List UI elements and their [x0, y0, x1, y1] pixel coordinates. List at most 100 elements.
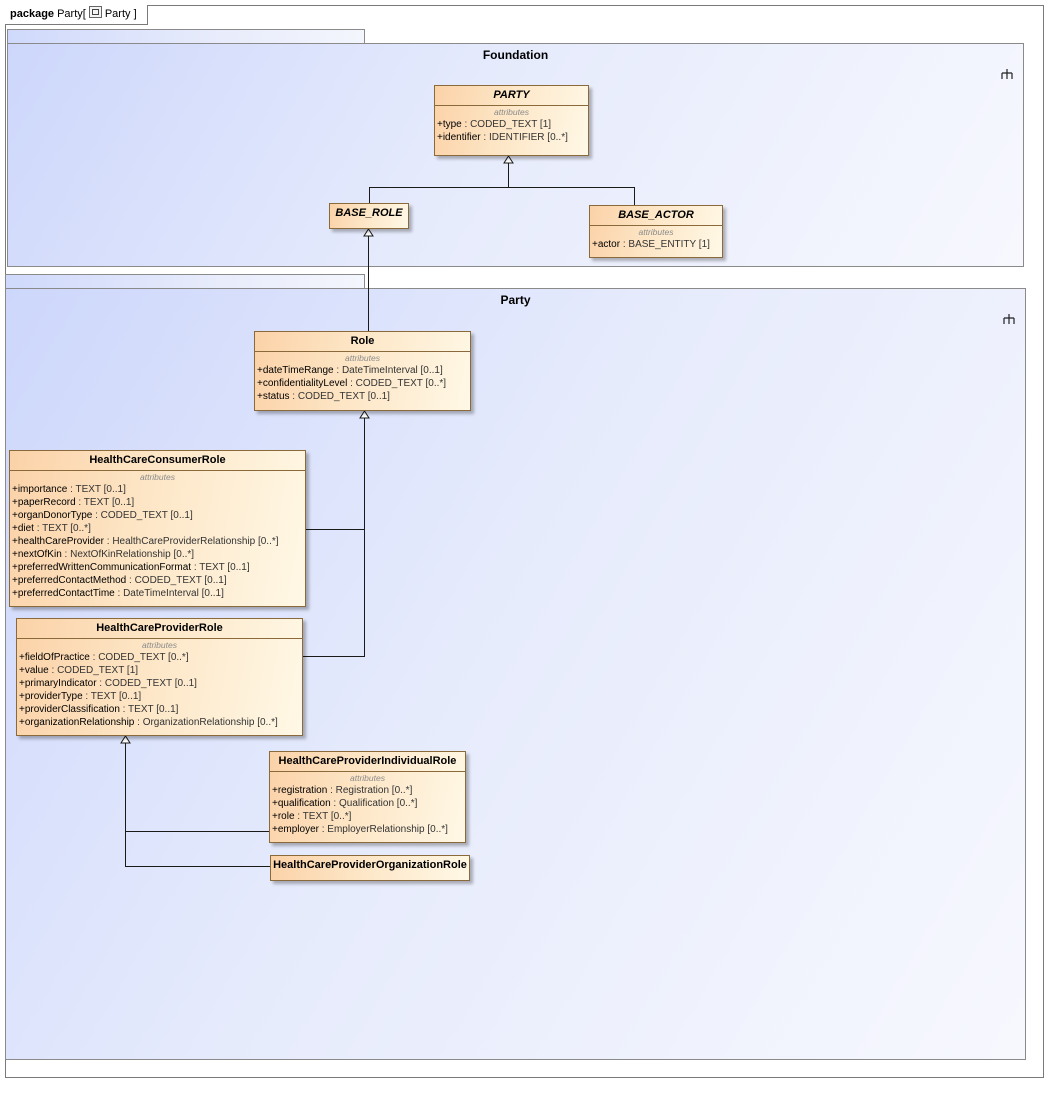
attribute-type: : CODED_TEXT [1] [48, 665, 139, 676]
attribute-type: : HealthCareProviderRelationship [0..*] [104, 536, 279, 547]
attribute-row[interactable]: +nextOfKin : NextOfKinRelationship [0..*… [10, 548, 305, 561]
attribute-type: : TEXT [0..*] [33, 523, 91, 534]
attribute-name: +paperRecord [12, 497, 76, 508]
attribute-row[interactable]: +providerClassification : TEXT [0..1] [17, 703, 302, 716]
attribute-name: +value [19, 665, 49, 676]
attribute-name: +preferredContactTime [12, 588, 115, 599]
attribute-name: +actor [592, 239, 621, 250]
attribute-name: +healthCareProvider [12, 536, 104, 547]
attribute-type: : TEXT [0..1] [75, 497, 135, 508]
generalization-arrowhead [120, 735, 131, 744]
attribute-row[interactable]: +qualification : Qualification [0..*] [270, 797, 465, 810]
attribute-row[interactable]: +identifier : IDENTIFIER [0..*] [435, 131, 588, 144]
attribute-row[interactable]: +role : TEXT [0..*] [270, 810, 465, 823]
attribute-name: +employer [272, 824, 319, 835]
generalization-arrowhead [363, 228, 374, 237]
attribute-row[interactable]: +primaryIndicator : CODED_TEXT [0..1] [17, 677, 302, 690]
attribute-type: : TEXT [0..1] [119, 704, 179, 715]
attribute-row[interactable]: +organizationRelationship : Organization… [17, 716, 302, 729]
frame-bracket-close: ] [133, 8, 137, 20]
attribute-name: +role [272, 811, 295, 822]
foundation-package-tab [7, 29, 365, 43]
class-health-care-provider-individual-role[interactable]: HealthCareProviderIndividualRole attribu… [269, 751, 466, 843]
attribute-name: +nextOfKin [12, 549, 62, 560]
attribute-row[interactable]: +organDonorType : CODED_TEXT [0..1] [10, 509, 305, 522]
class-health-care-provider-organization-role[interactable]: HealthCareProviderOrganizationRole [270, 855, 470, 881]
attribute-type: : BASE_ENTITY [1] [620, 239, 710, 250]
attribute-row[interactable]: +registration : Registration [0..*] [270, 784, 465, 797]
attribute-row[interactable]: +confidentialityLevel : CODED_TEXT [0..*… [255, 377, 470, 390]
attributes-label: attributes [140, 472, 175, 482]
generalization-arrowhead [503, 155, 514, 164]
attribute-name: +status [257, 391, 290, 402]
class-name: Role [255, 332, 470, 352]
attribute-type: : CODED_TEXT [0..*] [89, 652, 189, 663]
attribute-row[interactable]: +dateTimeRange : DateTimeInterval [0..1] [255, 364, 470, 377]
edge-base-to-party [369, 187, 635, 205]
attribute-type: : TEXT [0..1] [82, 691, 142, 702]
edge-subroles-to-provider [125, 743, 270, 867]
attribute-row[interactable]: +diet : TEXT [0..*] [10, 522, 305, 535]
attribute-name: +preferredContactMethod [12, 575, 127, 586]
generalization-arrowhead [359, 410, 370, 419]
attribute-row[interactable]: +preferredContactMethod : CODED_TEXT [0.… [10, 574, 305, 587]
attribute-row[interactable]: +preferredWrittenCommunicationFormat : T… [10, 561, 305, 574]
class-health-care-provider-role[interactable]: HealthCareProviderRole attributes +field… [16, 618, 303, 736]
frame-header: package Party[Party ] [5, 5, 148, 25]
attribute-row[interactable]: +providerType : TEXT [0..1] [17, 690, 302, 703]
attribute-type: : DateTimeInterval [0..1] [333, 365, 443, 376]
attribute-type: : CODED_TEXT [1] [461, 119, 552, 130]
attribute-row[interactable]: +actor : BASE_ENTITY [1] [590, 238, 722, 251]
attributes-label: attributes [350, 773, 385, 783]
class-name: HealthCareConsumerRole [10, 451, 305, 471]
attribute-row[interactable]: +importance : TEXT [0..1] [10, 483, 305, 496]
attribute-type: : TEXT [0..1] [191, 562, 250, 573]
attributes-label: attributes [494, 107, 529, 117]
attribute-type: : Registration [0..*] [327, 785, 413, 796]
edge-roles-to-role [303, 418, 365, 657]
attribute-row[interactable]: +healthCareProvider : HealthCareProvider… [10, 535, 305, 548]
structure-icon [1003, 314, 1015, 324]
frame-bracket-open: [ [82, 8, 86, 20]
attribute-type: : IDENTIFIER [0..*] [480, 132, 568, 143]
attribute-row[interactable]: +fieldOfPractice : CODED_TEXT [0..*] [17, 651, 302, 664]
attribute-row[interactable]: +status : CODED_TEXT [0..1] [255, 390, 470, 403]
attribute-name: +primaryIndicator [19, 678, 97, 689]
attribute-name: +organDonorType [12, 510, 93, 521]
attribute-type: : CODED_TEXT [0..1] [289, 391, 390, 402]
attribute-type: : CODED_TEXT [0..1] [96, 678, 197, 689]
attribute-type: : NextOfKinRelationship [0..*] [61, 549, 195, 560]
attribute-row[interactable]: +paperRecord : TEXT [0..1] [10, 496, 305, 509]
attribute-type: : CODED_TEXT [0..*] [347, 378, 447, 389]
attribute-name: +diet [12, 523, 34, 534]
class-party[interactable]: PARTY attributes +type : CODED_TEXT [1] … [434, 85, 589, 156]
attribute-name: +identifier [437, 132, 481, 143]
attribute-type: : DateTimeInterval [0..1] [114, 588, 224, 599]
class-name: HealthCareProviderIndividualRole [270, 752, 465, 772]
structure-icon [1001, 69, 1013, 79]
attribute-row[interactable]: +type : CODED_TEXT [1] [435, 118, 588, 131]
attribute-type: : TEXT [0..1] [67, 484, 126, 495]
attribute-row[interactable]: +value : CODED_TEXT [1] [17, 664, 302, 677]
party-package-title: Party [500, 293, 531, 307]
attributes-label: attributes [345, 353, 380, 363]
attribute-name: +qualification [272, 798, 331, 809]
attribute-name: +confidentialityLevel [257, 378, 348, 389]
attributes-label: attributes [142, 640, 177, 650]
class-role[interactable]: Role attributes +dateTimeRange : DateTim… [254, 331, 471, 411]
class-name: HealthCareProviderOrganizationRole [273, 859, 467, 871]
attribute-name: +providerType [19, 691, 83, 702]
class-base-actor[interactable]: BASE_ACTOR attributes +actor : BASE_ENTI… [589, 205, 723, 258]
attribute-type: : OrganizationRelationship [0..*] [134, 717, 278, 728]
class-base-role[interactable]: BASE_ROLE [329, 203, 409, 229]
class-name: BASE_ACTOR [590, 206, 722, 226]
attribute-row[interactable]: +preferredContactTime : DateTimeInterval… [10, 587, 305, 600]
attribute-type: : CODED_TEXT [0..1] [92, 510, 193, 521]
class-health-care-consumer-role[interactable]: HealthCareConsumerRole attributes +impor… [9, 450, 306, 607]
attribute-row[interactable]: +employer : EmployerRelationship [0..*] [270, 823, 465, 836]
attribute-type: : Qualification [0..*] [330, 798, 418, 809]
frame-package-name: Party [57, 8, 83, 20]
frame-keyword: package [10, 8, 55, 20]
attributes-label: attributes [638, 227, 674, 237]
